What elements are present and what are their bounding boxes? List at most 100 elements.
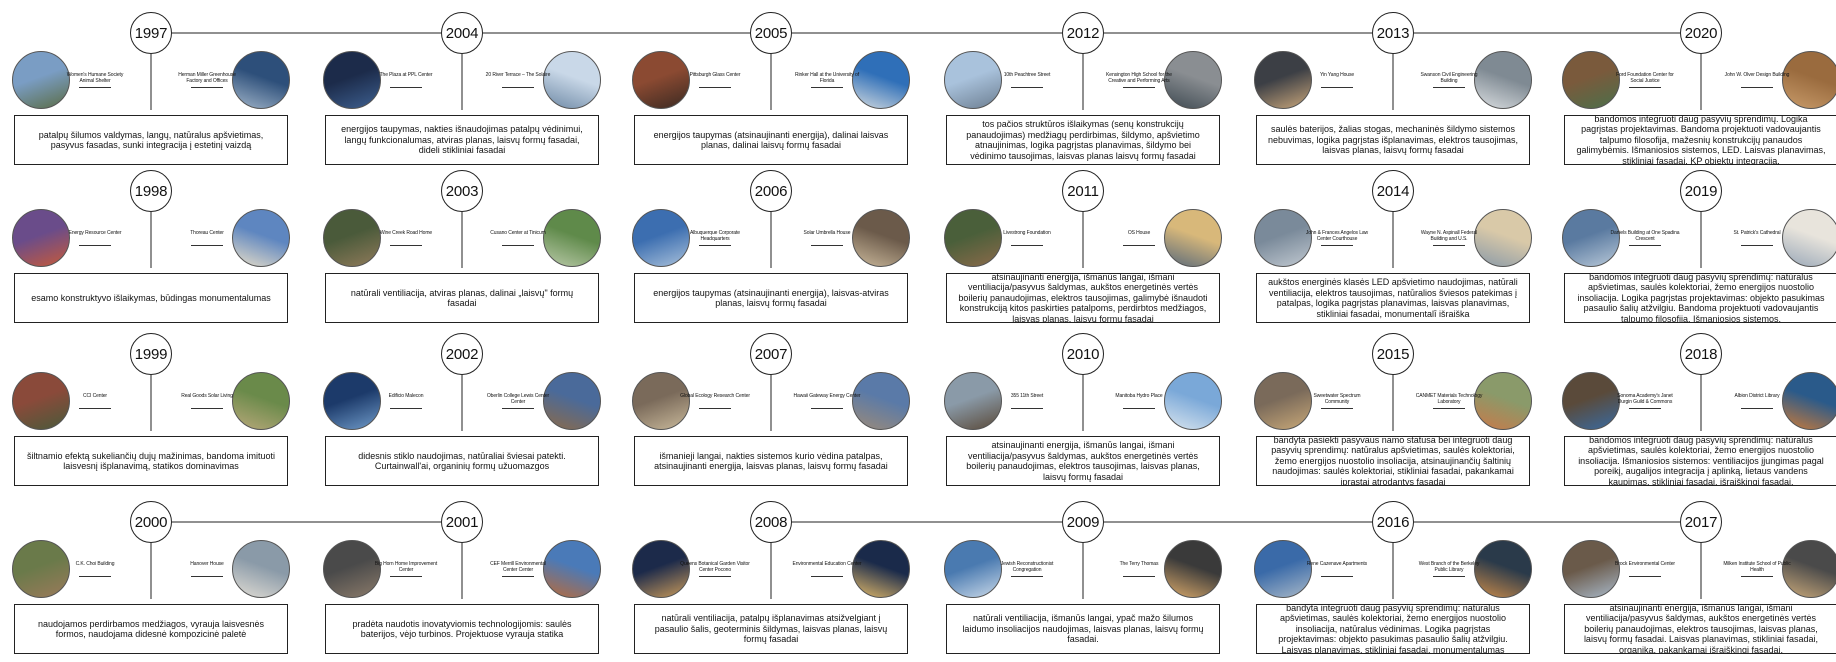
- building-label-left: The Plaza at PPL Center: [379, 72, 433, 78]
- year-node: 2008: [750, 501, 792, 543]
- year-node: 1999: [130, 333, 172, 375]
- label-underline: [1433, 87, 1465, 88]
- building-photo-left: [1562, 372, 1620, 430]
- label-underline: [1123, 576, 1155, 577]
- building-photo-right: [232, 209, 290, 267]
- building-label-right: John W. Olver Design Building: [1724, 72, 1790, 78]
- building-photo-left: [1254, 372, 1312, 430]
- building-label-left: Ford Foundation Center for Social Justic…: [1616, 72, 1674, 84]
- label-underline: [699, 87, 731, 88]
- building-label-right: Swanson Civil Engineering Building: [1420, 72, 1478, 84]
- building-photo-right: [1164, 540, 1222, 598]
- building-label-left: Yin Yang House: [1319, 72, 1355, 78]
- building-label-left: 10th Peachtree Street: [1003, 72, 1051, 78]
- year-node: 2016: [1372, 501, 1414, 543]
- label-underline: [1433, 245, 1465, 246]
- building-photo-right: [543, 372, 601, 430]
- label-underline: [1011, 87, 1043, 88]
- description-box: bandomos integruoti daug pasyvių sprendi…: [1564, 436, 1836, 486]
- description-box: energijos taupymas, nakties išnaudojimas…: [325, 115, 599, 165]
- description-box: pradėta naudotis inovatyviomis technolog…: [325, 604, 599, 654]
- description-box: bandomos integruoti daug pasyvių sprendi…: [1564, 115, 1836, 165]
- description-text: energijos taupymas (atsinaujinanti energ…: [653, 129, 889, 151]
- building-label-left: Brock Environmental Center: [1615, 561, 1675, 567]
- description-box: atsinaujinanti energija, išmanūs langai,…: [1564, 604, 1836, 654]
- label-underline: [390, 87, 422, 88]
- building-label-left: Big Horn Home Improvement Center: [374, 561, 438, 573]
- building-photo-left: [1254, 51, 1312, 109]
- building-photo-right: [852, 51, 910, 109]
- building-label-right: Manitoba Hydro Place: [1115, 393, 1163, 399]
- year-node: 2001: [441, 501, 483, 543]
- label-underline: [1011, 576, 1043, 577]
- label-underline: [191, 576, 223, 577]
- building-photo-left: [944, 372, 1002, 430]
- year-node: 2003: [441, 170, 483, 212]
- description-box: energijos taupymas (atsinaujinanti energ…: [634, 273, 908, 323]
- year-node: 2014: [1372, 170, 1414, 212]
- description-text: natūrali ventiliacija, patalpų išplanavi…: [654, 613, 888, 645]
- description-text: bandomos integruoti daug pasyvių sprendi…: [1578, 436, 1824, 486]
- description-box: atsinaujinanti energija, išmanūs langai,…: [946, 273, 1220, 323]
- building-label-right: Milken Institute School of Public Health: [1723, 561, 1791, 573]
- label-underline: [1011, 245, 1043, 246]
- label-underline: [502, 87, 534, 88]
- label-underline: [1629, 245, 1661, 246]
- building-photo-right: [1164, 51, 1222, 109]
- label-underline: [1433, 408, 1465, 409]
- description-text: saulės baterijos, žalias stogas, mechani…: [1267, 124, 1519, 156]
- building-label-left: Sweetwater Spectrum Community: [1313, 393, 1361, 405]
- year-node: 2007: [750, 333, 792, 375]
- building-photo-right: [1474, 540, 1532, 598]
- building-photo-right: [852, 540, 910, 598]
- building-photo-right: [1782, 372, 1836, 430]
- building-photo-left: [632, 540, 690, 598]
- label-underline: [1433, 576, 1465, 577]
- description-box: išmanieji langai, nakties sistemos kurio…: [634, 436, 908, 486]
- building-photo-left: [1254, 209, 1312, 267]
- year-node: 2011: [1062, 170, 1104, 212]
- label-underline: [79, 408, 111, 409]
- description-text: pradėta naudotis inovatyviomis technolog…: [352, 618, 572, 640]
- year-node: 2013: [1372, 12, 1414, 54]
- building-label-right: St. Patrick's Cathedral: [1733, 230, 1781, 236]
- description-text: natūrali ventiliacija, atviras planas, d…: [350, 287, 574, 309]
- label-underline: [79, 576, 111, 577]
- building-label-right: Herman Miller Greenhouse Factory and Off…: [178, 72, 236, 84]
- building-photo-right: [232, 372, 290, 430]
- description-box: natūrali ventiliacija, patalpų išplanavi…: [634, 604, 908, 654]
- label-underline: [1629, 576, 1661, 577]
- building-photo-right: [852, 209, 910, 267]
- description-text: energijos taupymas, nakties išnaudojimas…: [341, 124, 583, 156]
- building-label-right: Real Goods Solar Living: [181, 393, 233, 399]
- year-node: 2006: [750, 170, 792, 212]
- label-underline: [1123, 408, 1155, 409]
- building-photo-right: [232, 540, 290, 598]
- building-label-right: Kensington High School for the Creative …: [1106, 72, 1172, 84]
- building-photo-left: [632, 209, 690, 267]
- building-label-left: Jewish Reconstructionist Congregation: [1000, 561, 1054, 573]
- description-box: patalpų šilumos valdymas, langų, natūral…: [14, 115, 288, 165]
- description-box: energijos taupymas (atsinaujinanti energ…: [634, 115, 908, 165]
- building-photo-left: [632, 51, 690, 109]
- building-photo-left: [944, 51, 1002, 109]
- building-label-right: Oberlin College Lewis Center Center: [486, 393, 550, 405]
- description-text: bandomos integruoti daug pasyvių sprendi…: [1577, 273, 1825, 323]
- label-underline: [1321, 87, 1353, 88]
- label-underline: [1321, 245, 1353, 246]
- building-photo-right: [1782, 209, 1836, 267]
- label-underline: [390, 245, 422, 246]
- year-node: 2004: [441, 12, 483, 54]
- label-underline: [699, 408, 731, 409]
- building-photo-right: [1782, 51, 1836, 109]
- description-text: energijos taupymas (atsinaujinanti energ…: [653, 287, 889, 309]
- building-label-right: Rinker Hall at the University of Florida: [794, 72, 860, 84]
- building-photo-right: [232, 51, 290, 109]
- description-box: bandyta pasiekti pasyvaus namo statusa b…: [1256, 436, 1530, 486]
- building-label-left: John & Frances Angelos Law Center Courth…: [1305, 230, 1369, 242]
- building-photo-left: [12, 51, 70, 109]
- year-node: 1997: [130, 12, 172, 54]
- building-photo-right: [1164, 372, 1222, 430]
- description-box: tos pačios struktūros išlaikymas (senų k…: [946, 115, 1220, 165]
- building-photo-left: [12, 372, 70, 430]
